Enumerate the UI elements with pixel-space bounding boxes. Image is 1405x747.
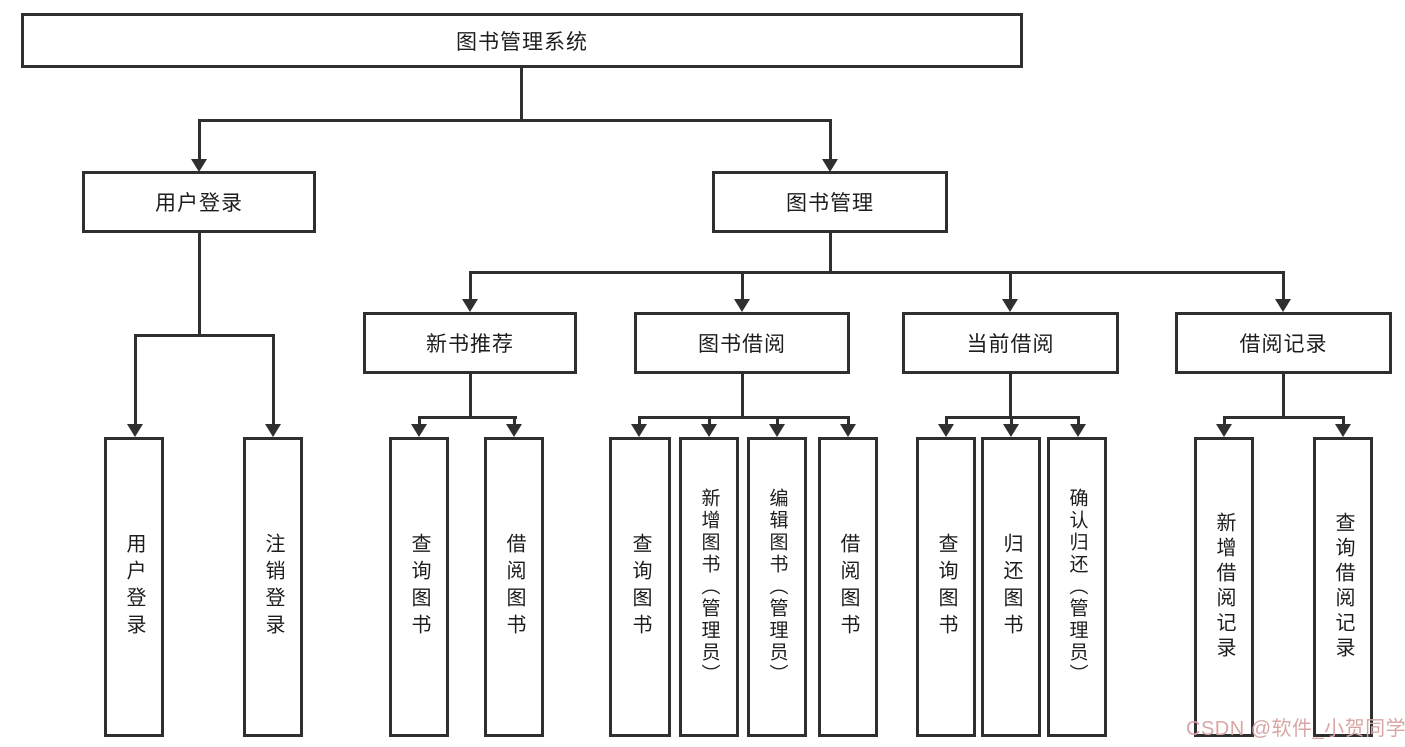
node-label: 注销登录 (262, 533, 284, 641)
connector-arrowhead (411, 424, 427, 437)
node-current-borrow: 当前借阅 (902, 312, 1119, 374)
connector-vline (638, 416, 641, 426)
connector-arrowhead (265, 424, 281, 437)
connector-vline (198, 233, 201, 337)
connector-arrowhead (1070, 424, 1086, 437)
connector-vline (708, 416, 711, 426)
connector-arrowhead (938, 424, 954, 437)
node-label: 查询图书 (408, 533, 430, 641)
connector-arrowhead (1335, 424, 1351, 437)
connector-hline (418, 416, 517, 419)
connector-arrowhead (1002, 299, 1018, 312)
connector-vline (829, 233, 832, 274)
connector-vline (198, 119, 201, 161)
connector-vline (272, 334, 275, 426)
connector-arrowhead (734, 299, 750, 312)
connector-vline (418, 416, 421, 426)
connector-vline (829, 119, 832, 161)
connector-vline (776, 416, 779, 426)
connector-vline (1010, 416, 1013, 426)
node-label: 归还图书 (1000, 533, 1022, 641)
node-label: 图书借阅 (698, 333, 786, 356)
connector-vline (1009, 271, 1012, 302)
connector-vline (134, 334, 137, 426)
node-label: 查询图书 (629, 533, 651, 641)
connector-vline (945, 416, 948, 426)
node-book-management: 图书管理 (712, 171, 948, 233)
node-label: 用户登录 (123, 533, 145, 641)
connector-vline (513, 416, 516, 426)
node-leaf-user-login: 用户登录 (104, 437, 164, 737)
node-label: 用户登录 (155, 192, 243, 215)
connector-vline (1282, 271, 1285, 302)
connector-arrowhead (1275, 299, 1291, 312)
node-root-system: 图书管理系统 (21, 13, 1023, 68)
node-label: 编辑图书（管理员） (766, 488, 788, 686)
connector-arrowhead (1216, 424, 1232, 437)
connector-vline (1342, 416, 1345, 426)
node-label: 图书管理系统 (456, 30, 588, 54)
node-label: 确认归还（管理员） (1066, 488, 1088, 686)
connector-arrowhead (506, 424, 522, 437)
node-book-borrow: 图书借阅 (634, 312, 850, 374)
node-leaf-return-book: 归还图书 (981, 437, 1041, 737)
node-borrow-records: 借阅记录 (1175, 312, 1392, 374)
connector-arrowhead (769, 424, 785, 437)
connector-arrowhead (840, 424, 856, 437)
connector-vline (1223, 416, 1226, 426)
connector-vline (469, 374, 472, 419)
node-user-login: 用户登录 (82, 171, 316, 233)
node-leaf-query-books-borrow: 查询图书 (609, 437, 671, 737)
node-label: 新增借阅记录 (1213, 512, 1235, 662)
node-label: 图书管理 (786, 192, 874, 215)
node-leaf-query-borrow-record: 查询借阅记录 (1313, 437, 1373, 737)
node-leaf-query-books-current: 查询图书 (916, 437, 976, 737)
connector-arrowhead (191, 159, 207, 172)
node-leaf-add-borrow-record: 新增借阅记录 (1194, 437, 1254, 737)
connector-vline (741, 271, 744, 302)
connector-arrowhead (462, 299, 478, 312)
node-leaf-edit-book-admin: 编辑图书（管理员） (747, 437, 807, 737)
connector-vline (1077, 416, 1080, 426)
connector-arrowhead (701, 424, 717, 437)
connector-arrowhead (822, 159, 838, 172)
connector-vline (847, 416, 850, 426)
connector-arrowhead (127, 424, 143, 437)
node-label: 借阅图书 (837, 533, 859, 641)
node-label: 借阅记录 (1239, 333, 1328, 356)
node-leaf-borrow-books-recommend: 借阅图书 (484, 437, 544, 737)
connector-vline (520, 68, 523, 122)
connector-hline (638, 416, 850, 419)
connector-arrowhead (1003, 424, 1019, 437)
node-leaf-logout: 注销登录 (243, 437, 303, 737)
node-label: 新增图书（管理员） (698, 488, 720, 686)
node-label: 借阅图书 (503, 533, 525, 641)
connector-hline (198, 119, 832, 122)
connector-vline (741, 374, 744, 419)
node-label: 查询借阅记录 (1332, 512, 1354, 662)
node-leaf-add-book-admin: 新增图书（管理员） (679, 437, 739, 737)
connector-hline (1223, 416, 1345, 419)
csdn-watermark: CSDN @软件_小贺同学 (1186, 718, 1405, 740)
node-label: 查询图书 (935, 533, 957, 641)
connector-hline (134, 334, 275, 337)
node-new-book-recommend: 新书推荐 (363, 312, 577, 374)
node-leaf-confirm-return-admin: 确认归还（管理员） (1047, 437, 1107, 737)
node-label: 当前借阅 (966, 333, 1055, 356)
connector-arrowhead (631, 424, 647, 437)
connector-vline (1282, 374, 1285, 419)
node-label: 新书推荐 (426, 333, 514, 356)
node-leaf-borrow-books: 借阅图书 (818, 437, 878, 737)
connector-hline (469, 271, 1285, 274)
node-leaf-query-books-recommend: 查询图书 (389, 437, 449, 737)
connector-vline (469, 271, 472, 302)
connector-vline (1009, 374, 1012, 419)
